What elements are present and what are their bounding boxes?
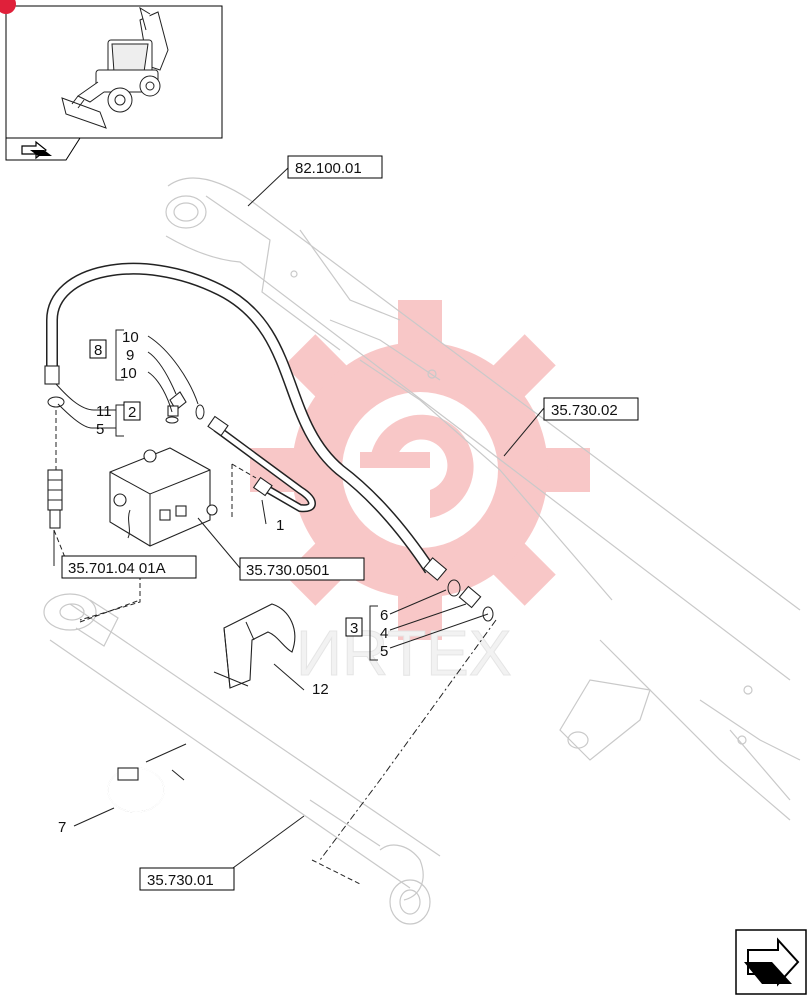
hose-clamp [107,767,165,813]
callout-item-4[interactable]: 4 [380,625,388,642]
hose-protector [223,603,296,689]
callout-item-10a[interactable]: 10 [122,329,139,346]
backhoe-loader-thumbnail [61,6,169,129]
hose-end-fittings [447,579,494,622]
callout-item-10b[interactable]: 10 [120,365,137,382]
callout-item-12[interactable]: 12 [312,681,329,698]
watermark-text: ИRTEX [296,617,512,689]
kit-box-3[interactable]: 3 [345,617,363,637]
callout-item-1[interactable]: 1 [276,517,284,534]
callout-item-7[interactable]: 7 [58,819,66,836]
ref-cylinder-label: 35.730.01 [147,872,214,889]
ref-arm-circuit-label: 35.730.02 [551,402,618,419]
elbow-fitting [47,391,205,424]
kit-2-label: 2 [128,404,136,421]
ref-box-arm-circuit[interactable]: 35.730.02 [543,397,639,421]
item-callouts: 10 9 10 11 5 1 6 4 5 12 7 [58,329,388,836]
ref-boom-label: 82.100.01 [295,160,362,177]
kit-box-8[interactable]: 8 [89,339,107,359]
ref-box-boom[interactable]: 82.100.01 [287,155,383,179]
control-valve-block [109,447,218,547]
rigid-pipe-u [207,415,316,513]
kit-box-2[interactable]: 2 [123,401,141,421]
ref-box-valve-line[interactable]: 35.730.0501 [239,557,365,581]
kit-brackets [115,329,378,661]
leader-lines [53,167,545,885]
o-ring-icon [47,396,65,408]
callout-item-11[interactable]: 11 [96,403,112,420]
ref-valve-line-label: 35.730.0501 [246,562,329,579]
callout-item-5b[interactable]: 5 [380,643,388,660]
ref-control-valve-label: 35.701.04 01A [68,560,166,577]
hydraulic-hose-long [44,262,448,581]
seal-ring-icon [195,404,205,420]
tube-adapter [47,469,63,529]
page-back-arrow-icon[interactable] [21,140,52,160]
watermark-gear-logo: ИRTEX [250,300,590,690]
boom-ghost-outline [165,177,801,821]
ref-box-control-valve[interactable]: 35.701.04 01A [61,555,197,579]
callout-item-6[interactable]: 6 [380,607,388,624]
corner-badge-icon [0,0,16,14]
callout-item-5a[interactable]: 5 [96,421,104,438]
ref-box-cylinder[interactable]: 35.730.01 [139,867,235,891]
hydraulic-cylinder [43,593,441,925]
next-page-arrow-icon[interactable] [735,929,807,995]
kit-3-label: 3 [350,620,358,637]
callout-item-9[interactable]: 9 [126,347,134,364]
machine-thumbnail[interactable] [0,0,223,161]
kit-8-label: 8 [94,342,102,359]
